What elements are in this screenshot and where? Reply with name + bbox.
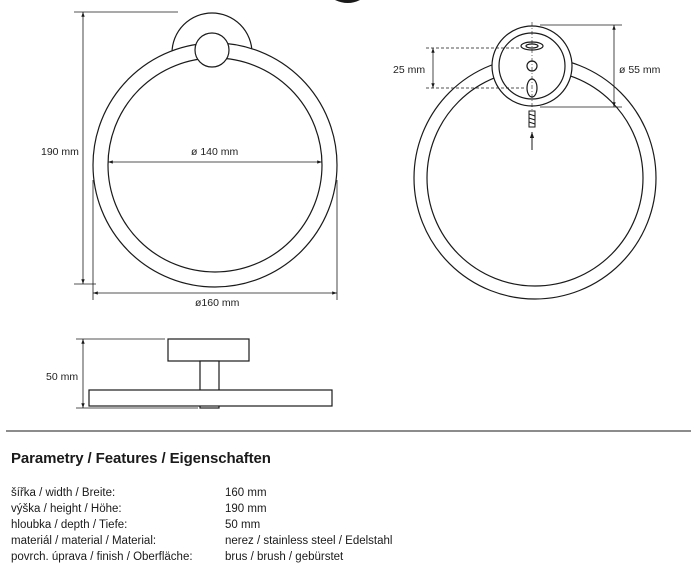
depth-dimension [76,338,198,409]
spec-label: materiál / material / Material: [11,535,157,547]
spec-label: výška / height / Höhe: [11,503,122,515]
depth-label: 50 mm [46,371,78,383]
spec-row-material: materiál / material / Material: nerez / … [11,533,611,549]
front-ring-outer [92,42,338,288]
spec-label: šířka / width / Breite: [11,487,116,499]
spec-value: 190 mm [225,503,267,515]
hole-spacing-dimension [426,47,524,89]
spec-value: 160 mm [225,487,267,499]
side-flange [167,338,250,362]
spec-value: 50 mm [225,519,261,531]
features-table: šířka / width / Breite: 160 mm výška / h… [11,485,611,565]
spec-row-width: šířka / width / Breite: 160 mm [11,485,611,501]
features-title: Parametry / Features / Eigenschaften [11,450,271,467]
spec-value: nerez / stainless steel / Edelstahl [225,535,393,547]
hole-spacing-label: 25 mm [393,64,425,76]
spec-row-height: výška / height / Höhe: 190 mm [11,501,611,517]
height-dimension [74,11,178,285]
outer-diameter-label: ø160 mm [195,297,240,309]
spec-value: brus / brush / gebürstet [225,551,344,563]
screw-icon [528,110,536,150]
inner-diameter-label: ø 140 mm [191,146,239,158]
spec-row-depth: hloubka / depth / Tiefe: 50 mm [11,517,611,533]
front-holder-knob [194,32,230,68]
outer-diameter-dimension [92,180,338,300]
side-view [88,338,333,409]
height-dimension-label: 190 mm [41,146,79,158]
spec-label: povrch. úprava / finish / Oberfläche: [11,551,193,563]
front-view [92,12,338,288]
side-ring-bar [88,389,333,407]
flange-diameter-label: ø 55 mm [619,64,661,76]
flange-diameter-dimension [540,24,622,108]
spec-row-finish: povrch. úprava / finish / Oberfläche: br… [11,549,611,565]
spec-label: hloubka / depth / Tiefe: [11,519,128,531]
top-edge-fragment [335,0,360,3]
rear-view [413,25,657,300]
